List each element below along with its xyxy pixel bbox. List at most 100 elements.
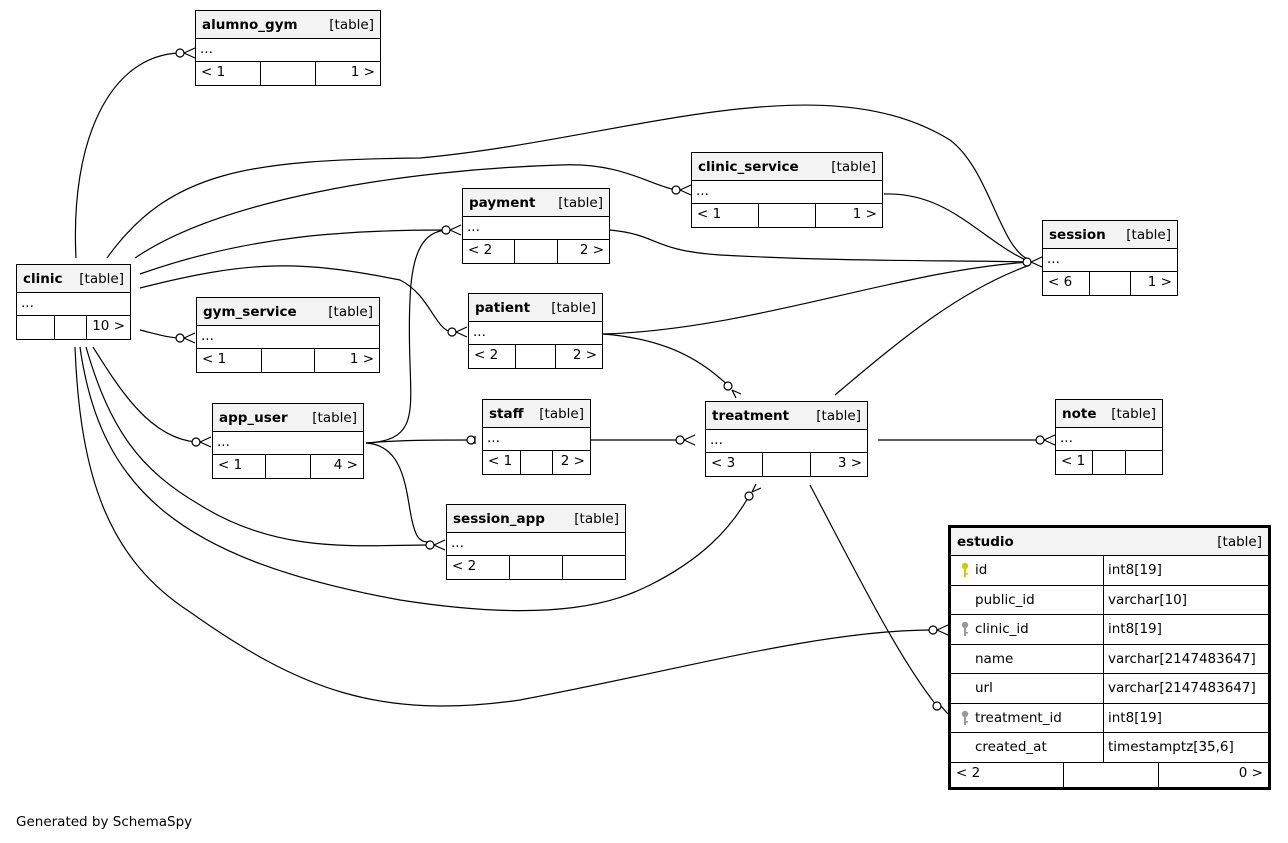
column-row[interactable]: id int8[19] [951,556,1268,586]
edge-end-marker [671,185,681,195]
edge-end-marker [175,333,185,343]
column-type: int8[19] [1108,562,1162,579]
table-columns: ... [706,430,867,453]
edge-clinic-app-user [92,346,197,443]
children-count: 1 > [852,206,877,222]
mid-cell [759,204,816,227]
children-count [563,556,625,579]
table-note[interactable]: note[table] ... < 1 [1055,399,1163,475]
table-type: [table] [816,407,861,424]
column-type: int8[19] [1108,709,1162,726]
table-name: payment [469,194,536,211]
parents-count [17,316,55,339]
column-name-cell: name [951,644,1104,673]
table-type: [table] [1111,405,1156,422]
table-columns: ... [196,39,380,62]
column-name-cell: public_id [951,585,1104,614]
column-type: varchar[2147483647] [1108,680,1256,697]
edge-app-user-payment [365,229,447,444]
children-count: 1 > [349,351,375,367]
table-name: estudio [957,533,1014,550]
table-name: clinic [23,270,63,287]
children-count: 3 > [837,455,863,471]
table-type: [table] [79,270,124,287]
table-columns: ... [469,322,602,345]
crows-foot [940,705,949,715]
edge-patient-treatment [602,333,729,386]
crows-foot [731,389,742,399]
parents-count: < 1 [196,62,262,85]
table-columns: ... [692,181,882,204]
edge-app-user-staff [365,439,471,444]
edge-patient-session [602,261,1031,335]
table-type: [table] [328,303,373,320]
crows-foot [1030,256,1043,268]
table-clinic[interactable]: clinic[table] ... 10 > [16,264,131,340]
table-type: [table] [574,510,619,527]
table-columns: ... [197,326,379,349]
mid-cell [55,316,88,339]
mid-cell [515,240,559,263]
column-type: varchar[2147483647] [1108,650,1256,667]
crows-foot [751,483,762,493]
foreign-key-icon [955,710,975,726]
table-type: [table] [551,299,596,316]
table-type: [table] [1126,226,1171,243]
foreign-key-icon [955,621,975,637]
column-name: id [975,562,988,579]
mid-cell [516,345,556,368]
crows-foot [455,326,468,338]
table-columns: ... [1056,428,1162,451]
table-name: note [1062,405,1097,422]
edge-end-marker [1022,257,1032,267]
edge-payment-session [609,229,1031,263]
column-name: public_id [975,591,1035,608]
table-session-app[interactable]: session_app[table] ... < 2 [446,504,626,580]
edge-clinic-gym-service [139,329,181,339]
edge-app-user-session-app [365,442,431,543]
table-name: app_user [219,409,288,426]
mid-cell [1064,762,1159,787]
table-type: [table] [1217,533,1262,550]
mid-cell [1093,451,1126,474]
table-type: [table] [558,194,603,211]
table-columns: ... [1043,249,1177,272]
column-name-cell: url [951,674,1104,703]
table-name: treatment [712,407,790,424]
table-name: session_app [453,510,545,527]
mid-cell [763,453,811,476]
table-columns: ... [463,217,609,240]
parents-count: < 2 [469,345,517,368]
table-name: session [1049,226,1106,243]
edge-end-marker [466,435,476,445]
generator-credit: Generated by SchemaSpy [16,814,193,830]
mid-cell [1090,272,1131,295]
column-name: name [975,650,1014,667]
crows-foot [449,224,462,236]
table-type: [table] [312,409,357,426]
crows-foot [183,47,196,59]
column-row[interactable]: name varchar[2147483647] [951,644,1268,674]
parents-count: < 1 [213,455,267,478]
children-count: 1 > [350,64,375,80]
edge-end-marker [744,491,754,501]
table-columns: ... [447,533,625,556]
edge-end-marker [928,625,938,635]
edge-clinic-service-session [883,193,1031,263]
parents-count: < 1 [197,349,262,372]
